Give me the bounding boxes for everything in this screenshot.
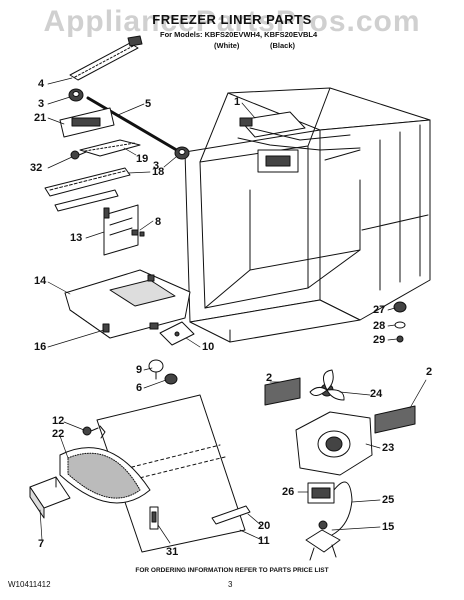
motor-bracket-part-15 <box>305 520 341 561</box>
bracket-part-7 <box>29 476 71 519</box>
callout-10: 10 <box>202 341 215 353</box>
variant-black: (Black) <box>270 41 296 50</box>
insulation-part-2-left <box>264 377 301 406</box>
callout-15: 15 <box>382 521 395 533</box>
freezer-liner-part-1 <box>184 87 431 343</box>
callout-12: 12 <box>52 415 65 427</box>
callout-32: 32 <box>30 162 43 174</box>
plug-part-27 <box>393 301 407 313</box>
callout-9: 9 <box>136 364 143 376</box>
knob-part-3-lower <box>174 146 190 160</box>
insulation-part-2-right <box>374 405 416 434</box>
callout-24: 24 <box>370 388 383 400</box>
document-number: W10411412 <box>8 580 51 589</box>
callout-11: 11 <box>258 535 270 547</box>
leader-lines <box>39 77 427 544</box>
callout-1: 1 <box>234 96 241 108</box>
watermark-text: AppliancePartsPros.com <box>43 5 421 38</box>
ordering-note: FOR ORDERING INFORMATION REFER TO PARTS … <box>135 567 329 574</box>
callout-18: 18 <box>152 166 165 178</box>
wire-harness-part-25 <box>331 481 353 536</box>
callout-2-left: 2 <box>266 372 273 384</box>
screw-part-29 <box>396 335 404 343</box>
callout-25: 25 <box>382 494 395 506</box>
bracket-part-21 <box>59 107 115 138</box>
bulb-part-6 <box>164 373 178 385</box>
grille-part-22 <box>59 447 151 504</box>
fan-motor-part-26 <box>307 482 335 504</box>
page-number: 3 <box>228 580 233 589</box>
callout-16: 16 <box>34 341 47 353</box>
callout-5: 5 <box>145 98 152 110</box>
callout-7: 7 <box>38 538 45 550</box>
housing-part-14 <box>64 269 191 339</box>
callout-3-upper: 3 <box>38 98 45 110</box>
label-part-10 <box>159 321 195 346</box>
clip-part-8 <box>131 229 145 237</box>
callout-27: 27 <box>373 304 386 316</box>
page-title: FREEZER LINER PARTS <box>152 12 312 27</box>
callout-21: 21 <box>34 112 47 124</box>
rod-part-5 <box>86 96 182 154</box>
callout-2-right: 2 <box>426 366 433 378</box>
bracket-part-13 <box>103 204 139 256</box>
socket-part-9 <box>148 359 164 380</box>
callout-23: 23 <box>382 442 395 454</box>
callout-29: 29 <box>373 334 386 346</box>
callout-31: 31 <box>166 546 179 558</box>
callout-4: 4 <box>38 78 45 90</box>
callout-6: 6 <box>136 382 143 394</box>
callout-26: 26 <box>282 486 295 498</box>
callout-19: 19 <box>136 153 149 165</box>
model-numbers: For Models: KBFS20EVWH4, KBFS20EVBL4 <box>160 30 318 39</box>
callout-8: 8 <box>155 216 162 228</box>
callout-28: 28 <box>373 320 386 332</box>
screw-part-12 <box>82 426 99 436</box>
clip-part-16 <box>102 323 110 333</box>
variant-white: (White) <box>214 41 240 50</box>
callout-3-lower: 3 <box>153 160 160 172</box>
channel-part-19 <box>79 139 141 157</box>
screw-part-32 <box>70 150 87 160</box>
callout-13: 13 <box>70 232 83 244</box>
fan-blade-part-24 <box>309 369 345 401</box>
clip-part-31 <box>149 506 159 530</box>
callout-20: 20 <box>258 520 271 532</box>
rail-part-18 <box>44 167 131 212</box>
trim-strip-part-4 <box>69 35 143 81</box>
callout-22: 22 <box>52 428 65 440</box>
strip-part-20 <box>211 505 251 525</box>
fan-housing-part-23 <box>295 411 373 476</box>
callout-14: 14 <box>34 275 47 287</box>
knob-part-3-upper <box>68 88 84 102</box>
washer-part-28 <box>394 321 406 329</box>
